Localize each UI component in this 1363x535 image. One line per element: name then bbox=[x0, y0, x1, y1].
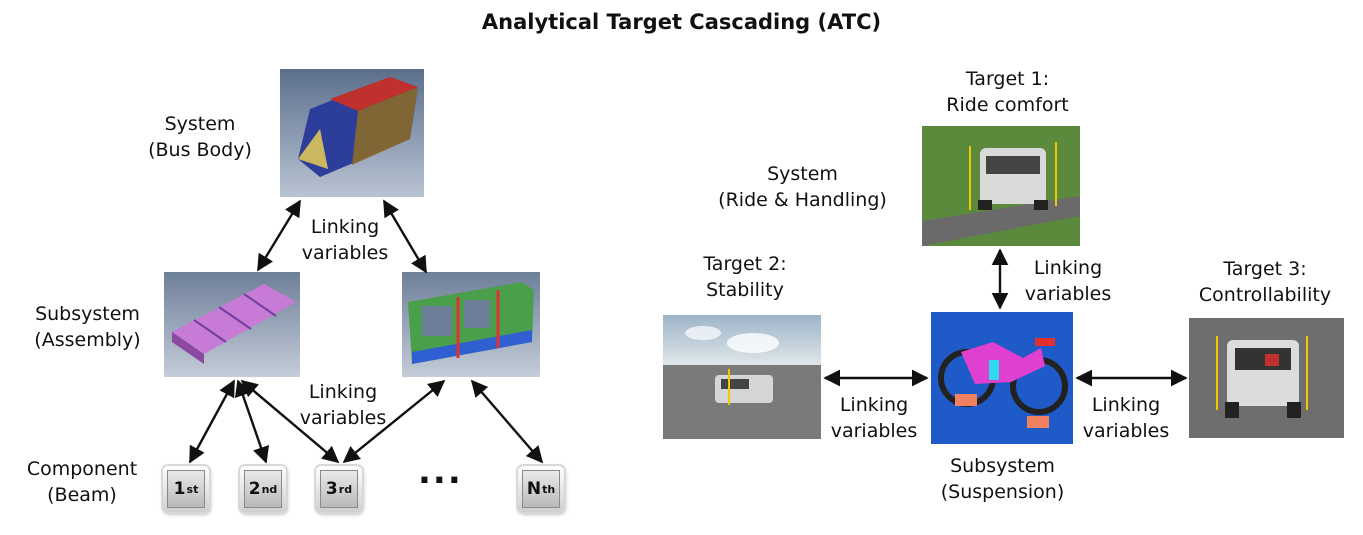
arrow-bus-to-roof bbox=[256, 199, 302, 272]
target3-label: Target 3: Controllability bbox=[1198, 258, 1332, 306]
subsystem-assembly-label: Subsystem (Assembly) bbox=[34, 303, 141, 351]
arrow-side-to-nth bbox=[470, 379, 544, 464]
arrow-roof-to-1st bbox=[188, 379, 236, 464]
arrow-roof-to-3rd bbox=[240, 379, 340, 464]
target1-label: Target 1: Ride comfort bbox=[946, 68, 1069, 116]
bus-body-image bbox=[280, 69, 424, 197]
system-ride-handling-label: System (Ride & Handling) bbox=[718, 163, 887, 211]
roof-assembly-image bbox=[164, 272, 300, 377]
linking-variables-label-right: Linking variables bbox=[1082, 394, 1170, 442]
suspension-image bbox=[931, 312, 1073, 444]
subsystem-suspension-label: Subsystem (Suspension) bbox=[940, 455, 1065, 503]
arrow-roof-to-2nd bbox=[235, 379, 269, 464]
linking-variables-label-left: Linking variables bbox=[830, 394, 918, 442]
linking-variables-label-top-left: Linking variables bbox=[301, 216, 389, 264]
stability-image bbox=[663, 315, 821, 439]
side-panel-assembly-image bbox=[402, 272, 540, 377]
arrow-side-to-3rd bbox=[342, 379, 446, 464]
controllability-image bbox=[1189, 318, 1344, 438]
ride-comfort-image bbox=[922, 126, 1080, 246]
page-title: Analytical Target Cascading (ATC) bbox=[481, 10, 882, 34]
arrow-bus-to-side bbox=[382, 199, 428, 274]
linking-variables-label-top-right: Linking variables bbox=[1024, 257, 1112, 305]
system-bus-body-label: System (Bus Body) bbox=[148, 113, 252, 161]
component-beam-label: Component (Beam) bbox=[26, 458, 138, 506]
target2-label: Target 2: Stability bbox=[703, 253, 787, 301]
